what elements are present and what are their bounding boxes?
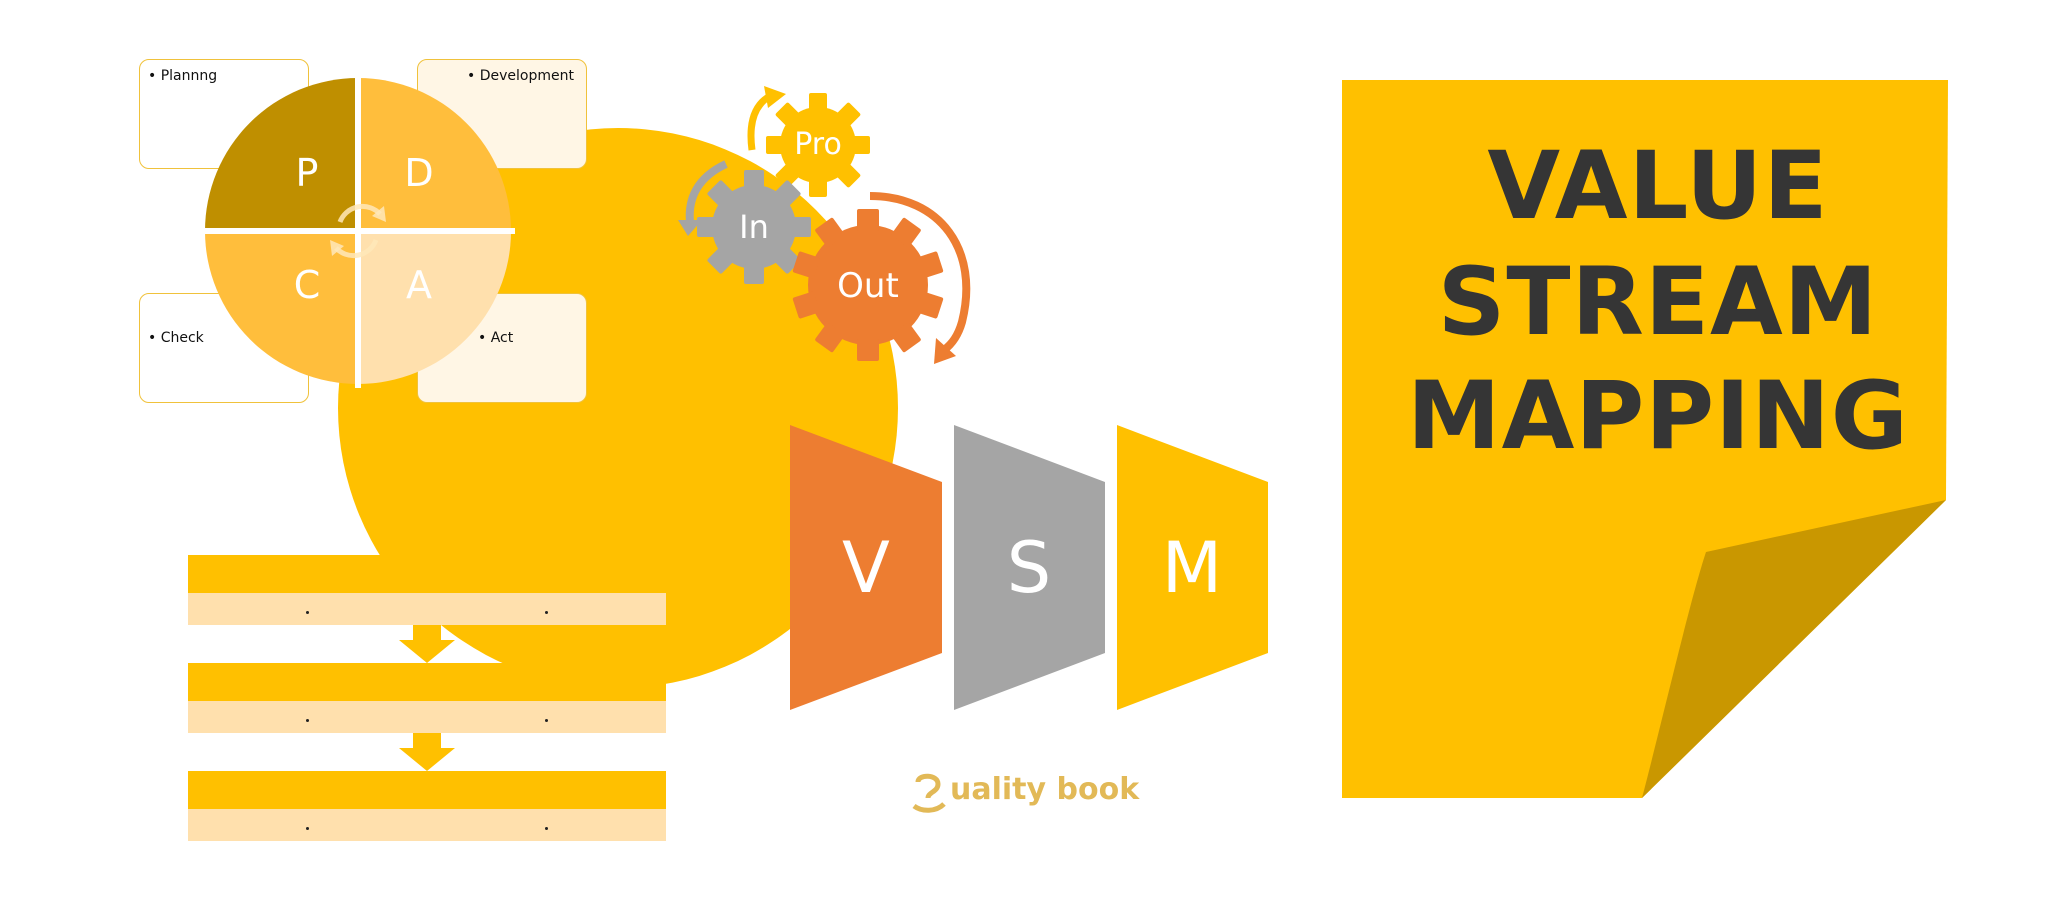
vsm-letter-v: V	[842, 527, 890, 609]
pdca-act-text: • Act	[478, 330, 514, 346]
title-line-3: MAPPING	[1407, 362, 1909, 471]
quadrant-c-label: C	[293, 263, 321, 307]
gear-pro-label: Pro	[794, 127, 842, 162]
cycle-arrows-icon	[337, 203, 382, 224]
process-bar-1	[188, 555, 666, 593]
bar-2-dot-left	[306, 719, 309, 722]
gear-in-label: In	[739, 208, 769, 246]
quadrant-p-label: P	[295, 151, 319, 195]
bar-3-dot-left	[306, 827, 309, 830]
bar-2-dot-right	[545, 719, 548, 722]
pdca-check-text: • Check	[148, 330, 204, 346]
vsm-block-m	[1117, 425, 1268, 710]
bar-3-dot-right	[545, 827, 548, 830]
gear-arrow-out-icon	[869, 192, 971, 354]
process-bar-2-detail	[188, 701, 666, 733]
curled-corner	[1642, 500, 1946, 798]
vsm-block-v	[790, 425, 942, 710]
pdca-plan-text: • Plannng	[148, 68, 218, 84]
quadrant-do	[358, 78, 511, 231]
vsm-block-s	[954, 425, 1105, 710]
gear-out-label: Out	[837, 266, 899, 306]
gear-out-icon	[792, 209, 944, 361]
title-line-1: VALUE	[1487, 132, 1829, 241]
process-bar-2	[188, 663, 666, 701]
bar-1-dot-right	[545, 611, 548, 614]
process-bar-3-detail	[188, 809, 666, 841]
quadrant-a-label: A	[406, 263, 432, 307]
process-bar-1-detail	[188, 593, 666, 625]
quality-book-logo-icon	[912, 773, 946, 813]
title-line-2: STREAM	[1437, 248, 1879, 357]
gear-in-icon	[697, 170, 811, 284]
quality-book-logo-text: uality book	[950, 772, 1140, 807]
bar-1-dot-left	[306, 611, 309, 614]
quadrant-act	[358, 231, 511, 384]
quadrant-plan	[205, 78, 358, 231]
down-arrow-icon	[399, 625, 455, 663]
gear-arrow-in-icon	[685, 160, 728, 223]
quadrant-check	[205, 231, 358, 384]
down-arrow-icon	[399, 733, 455, 771]
vsm-letter-s: S	[1006, 527, 1052, 609]
gear-pro-icon	[766, 93, 870, 197]
quadrant-d-label: D	[404, 151, 434, 195]
process-bar-3	[188, 771, 666, 809]
pdca-do-text: • Development	[467, 68, 574, 84]
vsm-letter-m: M	[1161, 527, 1223, 609]
